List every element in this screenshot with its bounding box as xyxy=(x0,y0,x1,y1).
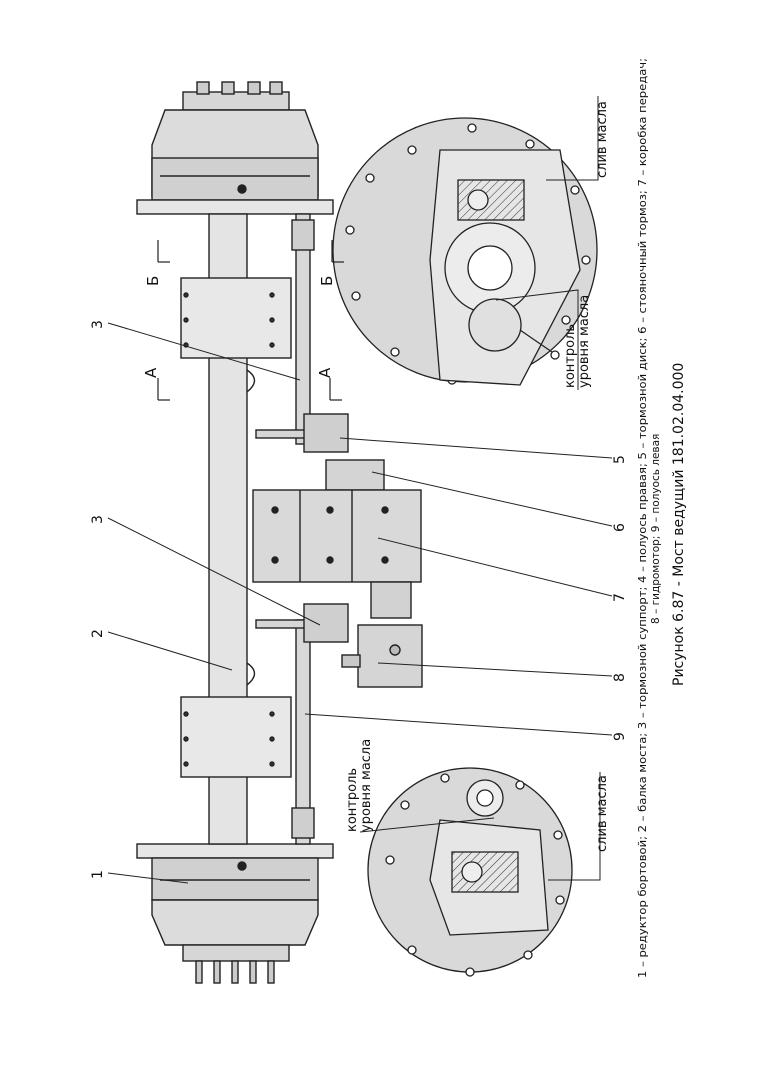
brake-caliper-right xyxy=(255,413,349,453)
callout-1: 1 xyxy=(90,870,106,879)
section-markers xyxy=(157,240,344,401)
leader-lines xyxy=(107,96,613,884)
callout-5: 5 xyxy=(612,455,628,464)
callout-3a: 3 xyxy=(90,320,106,329)
callout-6: 6 xyxy=(612,523,628,532)
oil-level-label-top-1: контроль xyxy=(563,324,578,388)
oil-level-label-bottom-2: уровня масла xyxy=(359,739,374,832)
legend-line-2: 8 – гидромотор; 9 – полуось левая xyxy=(650,434,662,624)
section-mark-a-left: А xyxy=(142,367,160,378)
disc-view-top xyxy=(332,117,598,386)
parking-brake xyxy=(325,459,385,491)
callout-9: 9 xyxy=(612,732,628,741)
legend-line-1: 1 – редуктор бортовой; 2 – балка моста; … xyxy=(637,58,649,978)
half-shaft-right xyxy=(295,213,311,445)
final-drive-top xyxy=(151,81,319,201)
oil-drain-label-top: слив масла xyxy=(595,101,610,178)
callout-8: 8 xyxy=(612,673,628,682)
oil-drain-label-bottom: слив масла xyxy=(595,775,610,852)
callout-7: 7 xyxy=(612,593,628,602)
brake-caliper-left xyxy=(255,603,349,643)
gearbox xyxy=(252,489,422,619)
oil-level-label-bottom-1: контроль xyxy=(345,768,360,832)
hydraulic-motor xyxy=(341,624,423,688)
section-mark-a-right: А xyxy=(316,367,334,378)
oil-level-label-top-2: уровня масла xyxy=(577,295,592,388)
flange-plate-top xyxy=(136,199,334,215)
callout-2: 2 xyxy=(90,629,106,638)
axle-assembly xyxy=(136,81,423,984)
flange-plate-bottom xyxy=(136,843,334,859)
section-mark-b-left: Б xyxy=(144,276,162,286)
disc-view-bottom xyxy=(367,767,573,977)
final-drive-bottom xyxy=(151,857,319,984)
section-mark-b-right: Б xyxy=(318,276,336,286)
callout-3b: 3 xyxy=(90,515,106,524)
figure-caption: Рисунок 6.87 - Мост ведущий 181.02.04.00… xyxy=(671,363,687,686)
